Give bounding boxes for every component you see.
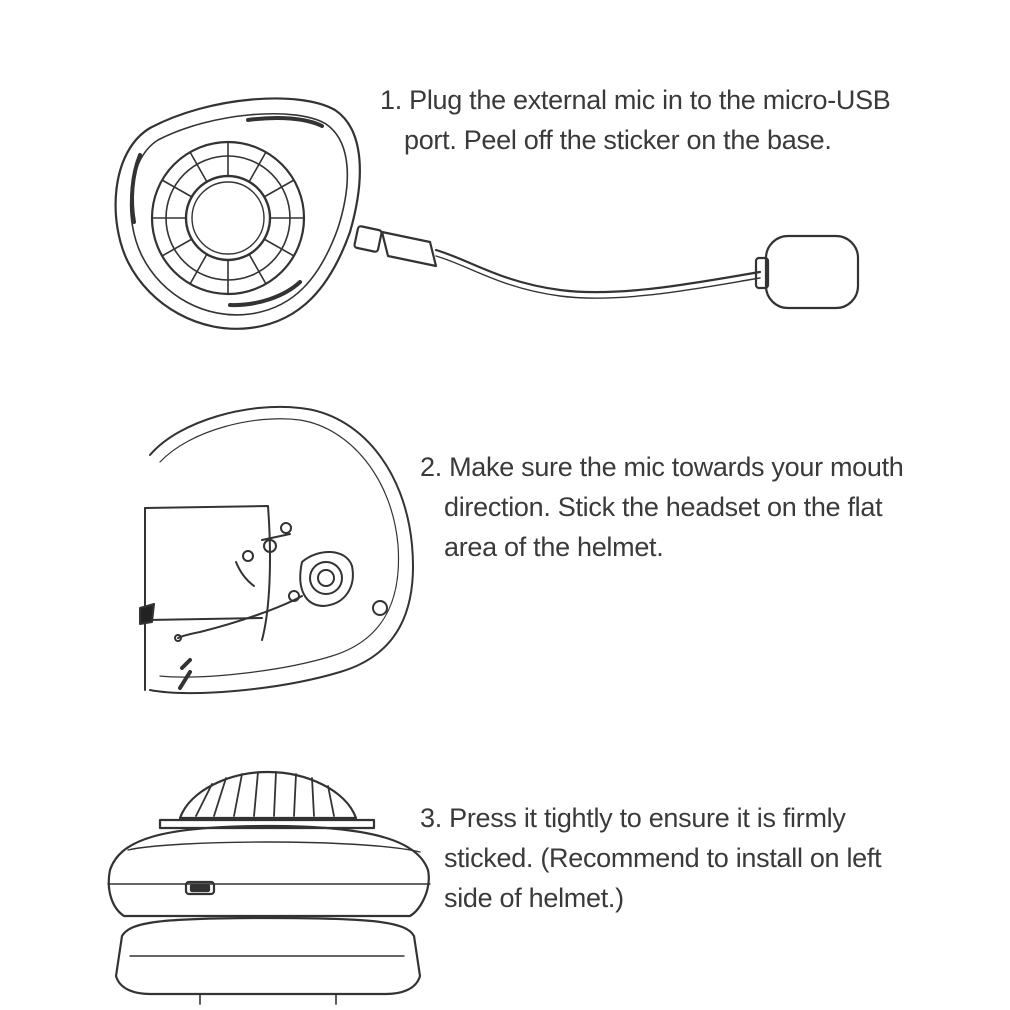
step2-line-3: area of the helmet. — [444, 532, 664, 562]
step3-line-1: 3. Press it tightly to ensure it is firm… — [420, 803, 846, 833]
step1-line-1: 1. Plug the external mic in to the micro… — [380, 85, 891, 115]
step2-line-2: direction. Stick the headset on the flat — [444, 492, 883, 522]
helmet-icon — [139, 405, 414, 695]
step3-line-3: side of helmet.) — [444, 883, 624, 913]
step1-instruction: 1. Plug the external mic in to the micro… — [380, 80, 891, 160]
step3-line-2: sticked. (Recommend to install on left — [444, 843, 882, 873]
headset-side-icon — [107, 770, 431, 1005]
step3-instruction: 3. Press it tightly to ensure it is firm… — [420, 798, 882, 918]
step2-instruction: 2. Make sure the mic towards your mouth … — [420, 447, 904, 567]
headset-with-mic-icon — [114, 97, 860, 330]
step1-line-2: port. Peel off the sticker on the base. — [404, 125, 832, 155]
step2-line-1: 2. Make sure the mic towards your mouth — [420, 452, 904, 482]
